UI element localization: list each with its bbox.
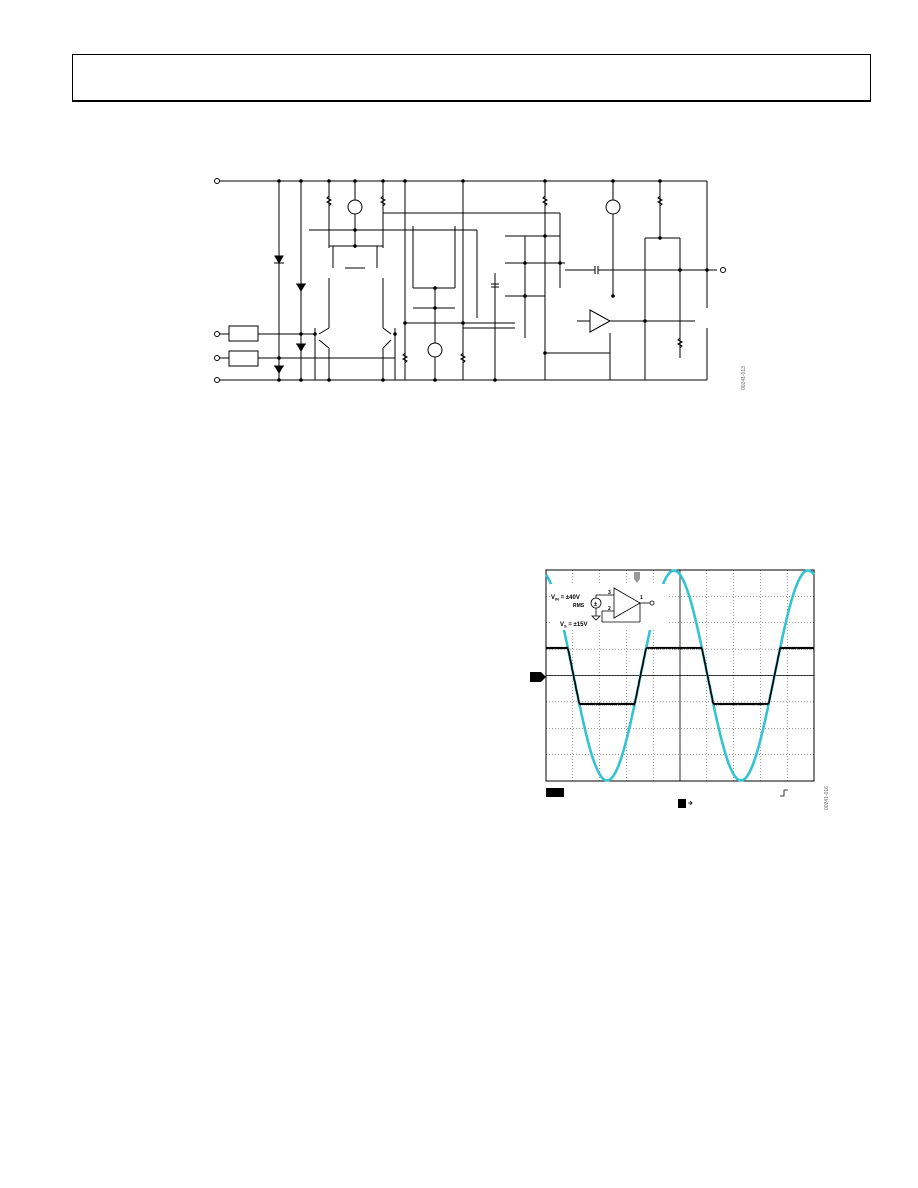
simplified-schematic: 00241-013 — [214, 178, 747, 390]
svg-text:VS = ±15V: VS = ±15V — [560, 622, 588, 629]
source-label: RMS — [573, 603, 585, 609]
trigger-position-marker — [634, 572, 640, 583]
channel-ground-marker — [530, 672, 546, 682]
vin-sub: IN — [555, 597, 559, 602]
svg-text:VIN = ±40V: VIN = ±40V — [551, 595, 580, 602]
timebase-arrow-icon — [688, 800, 693, 806]
channel-scale-block — [546, 788, 564, 797]
page-header-box — [72, 54, 871, 102]
test-circuit-inset: ± 3 2 1 VIN = ±40V RMS VS = ±15V — [550, 584, 668, 630]
trigger-edge-icon — [780, 789, 788, 797]
pin-out: 1 — [640, 595, 643, 601]
schematic-figure-id: 00241-013 — [741, 366, 747, 390]
vs-value: = ±15V — [567, 622, 588, 628]
pin-plus-in: 3 — [608, 590, 611, 596]
pin-minus-in: 2 — [608, 606, 611, 612]
scope-figure-id: 00241-016 — [824, 786, 828, 810]
svg-text:±: ± — [594, 602, 598, 608]
vs-sub: S — [564, 624, 567, 629]
vs-label: V — [560, 622, 564, 628]
vin-label: V — [551, 595, 555, 601]
oscilloscope-plot: ± 3 2 1 VIN = ±40V RMS VS = ±15V 00241-0… — [530, 569, 828, 810]
output-clipped-trace — [545, 646, 815, 707]
timebase-block — [678, 799, 686, 808]
vin-value: = ±40V — [559, 595, 580, 601]
